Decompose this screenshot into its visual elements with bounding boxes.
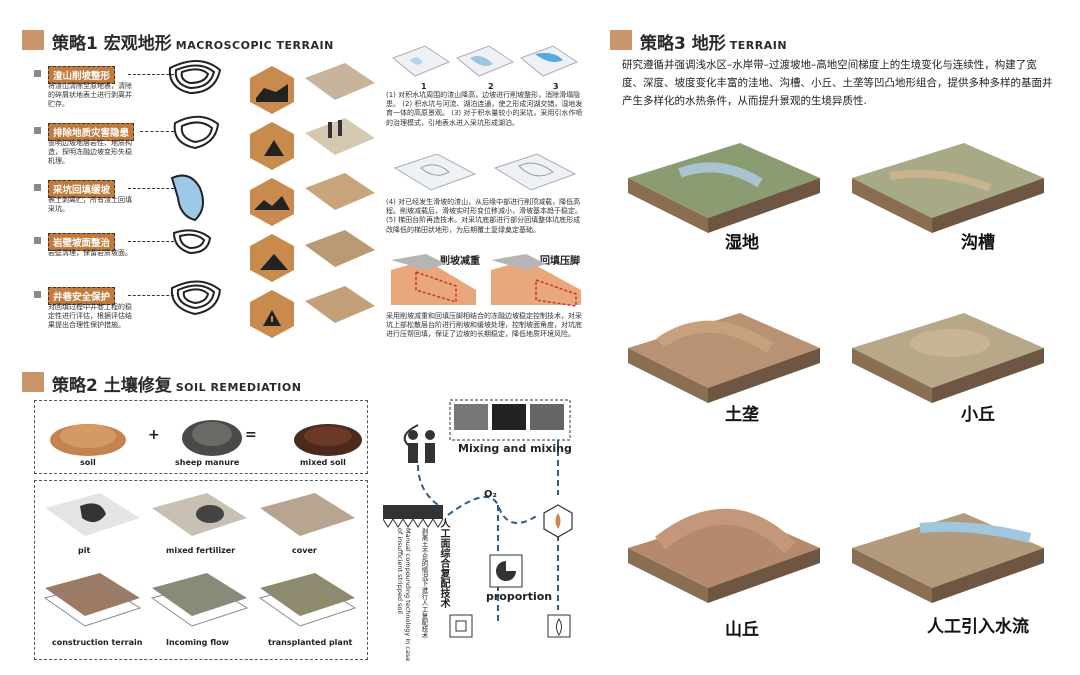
- mixed-soil-caption: mixed soil: [300, 458, 346, 467]
- backfill-label: 回填压脚: [540, 256, 580, 267]
- item-desc: 对回填过程中井巷工程的稳定性进行评估，根据评估结果提出合理性保护措施。: [48, 303, 132, 329]
- terrain-process-graphic: [168, 60, 375, 338]
- item-label: 排除地质灾害隐患: [48, 123, 135, 141]
- section-marker: [610, 30, 632, 50]
- item-desc: 查明边坡地层岩性、地质构造，探明冻融边坡变形失稳机理。: [48, 139, 132, 165]
- connector-line: [128, 74, 174, 75]
- strategy1-para-2: (4) 对已经发生滑坡的渣山，从后缘中部进行削顶减载，降低高程。削坡减载后，滑坡…: [386, 198, 582, 234]
- terrain-mound: [852, 313, 1044, 403]
- terrain-label: 土垄: [725, 405, 759, 425]
- strategy1-para-3: 采用削坡减重和回填压脚相结合的冻融边坡稳定控制技术，对采坑上部松散层台阶进行削坡…: [386, 312, 582, 339]
- soil-process-tiles: [43, 493, 357, 627]
- step-number: 2: [488, 82, 494, 91]
- strategy2-title-en: SOIL REMEDIATION: [175, 381, 302, 394]
- bullet-marker: [34, 70, 41, 77]
- terrain-ridge: [628, 313, 820, 403]
- terrain-wetland: [628, 143, 820, 233]
- slope-stabilization-diagram: [391, 254, 581, 307]
- strategy2-title-cn: 策略2 土壤修复: [52, 376, 172, 396]
- hexagon-stack: [250, 66, 294, 338]
- item-label: 采坑回填缓坡: [48, 180, 116, 198]
- process-photos: [305, 63, 375, 323]
- soil-caption: soil: [80, 458, 96, 467]
- item-desc: 将渣山清除至原地表，清除的碎屑状地表土进行剥离并贮存。: [48, 82, 132, 108]
- terrain-label: 人工引入水流: [927, 617, 1029, 637]
- step-number: 3: [553, 82, 559, 91]
- bullet-marker: [34, 291, 41, 298]
- strategy1-title-en: MACROSCOPIC TERRAIN: [175, 39, 334, 52]
- tech-title-cn: 人工面综合复配技术: [438, 518, 449, 608]
- item-desc: 岩壁清理，保留岩质坡面。: [48, 249, 132, 257]
- tile-caption: transplanted plant: [268, 638, 353, 647]
- item-desc: 表土剥离贮，所有渣土回填采坑。: [48, 196, 132, 213]
- soil-mix-box: [34, 400, 368, 474]
- mixing-flow-diagram: [382, 399, 573, 638]
- proportion-label: proportion: [486, 590, 553, 603]
- cut-slope-label: 削坡减重: [440, 256, 480, 267]
- step-diagrams: [392, 45, 579, 77]
- oxygen-label: O₂: [484, 489, 497, 500]
- terrain-blocks: [628, 143, 1044, 603]
- terrain-label: 沟槽: [961, 233, 995, 253]
- tile-caption: mixed fertilizer: [166, 546, 236, 555]
- contour-diagram: [170, 280, 222, 316]
- item-label: 井巷安全保护: [48, 287, 116, 305]
- bullet-marker: [34, 184, 41, 191]
- strategy3-title-en: TERRAIN: [729, 39, 788, 52]
- connector-line: [128, 241, 174, 242]
- item-label: 岩壁坡面整治: [48, 233, 116, 251]
- section-marker: [22, 372, 44, 392]
- item-label: 渣山削坡整形: [48, 66, 116, 84]
- section-marker: [22, 30, 44, 50]
- bullet-marker: [34, 127, 41, 134]
- contour-diagram: [170, 174, 205, 222]
- tile-caption: Incoming flow: [166, 638, 230, 647]
- equals-sign: =: [245, 427, 257, 443]
- manure-caption: sheep manure: [175, 458, 240, 467]
- strategy3-title-cn: 策略3 地形: [640, 34, 726, 54]
- tech-desc-en: Manual compounding technology in case of…: [396, 528, 412, 662]
- step-diagrams-2: [393, 153, 577, 191]
- step-number: 1: [421, 82, 427, 91]
- connector-line: [140, 131, 174, 132]
- tile-caption: pit: [78, 546, 91, 555]
- connector-line: [128, 295, 174, 296]
- plus-sign: +: [148, 427, 160, 443]
- contour-diagram: [168, 60, 222, 95]
- tile-caption: cover: [292, 546, 317, 555]
- tile-caption: construction terrain: [52, 638, 143, 647]
- bullet-marker: [34, 237, 41, 244]
- strategy3-description: 研究遵循并强调浅水区–水岸带–过渡坡地–高地空间梯度上的生境变化与连续性，构建了…: [622, 59, 1053, 107]
- contour-diagram: [173, 115, 220, 150]
- tech-desc-cn: 剥离土不足的情况下进行人工复配技术: [420, 528, 428, 639]
- soil-mix-graphic: [50, 420, 362, 456]
- connector-line: [128, 188, 174, 189]
- terrain-trench: [852, 143, 1044, 233]
- strategy1-para-1: (1) 对积水坑周围的渣山降高，边坡进行削坡整形，消除滑塌隐患。 (2) 积水坑…: [386, 91, 583, 127]
- terrain-label: 山丘: [725, 620, 759, 640]
- terrain-label: 小丘: [961, 405, 995, 425]
- contour-diagram: [172, 229, 212, 255]
- strategy1-title-cn: 策略1 宏观地形: [52, 34, 172, 54]
- terrain-label: 湿地: [725, 233, 759, 253]
- terrain-water-inflow: [852, 513, 1044, 603]
- mixing-label: Mixing and mixing: [458, 442, 572, 455]
- soil-process-box: [34, 480, 368, 660]
- terrain-hill: [628, 508, 820, 603]
